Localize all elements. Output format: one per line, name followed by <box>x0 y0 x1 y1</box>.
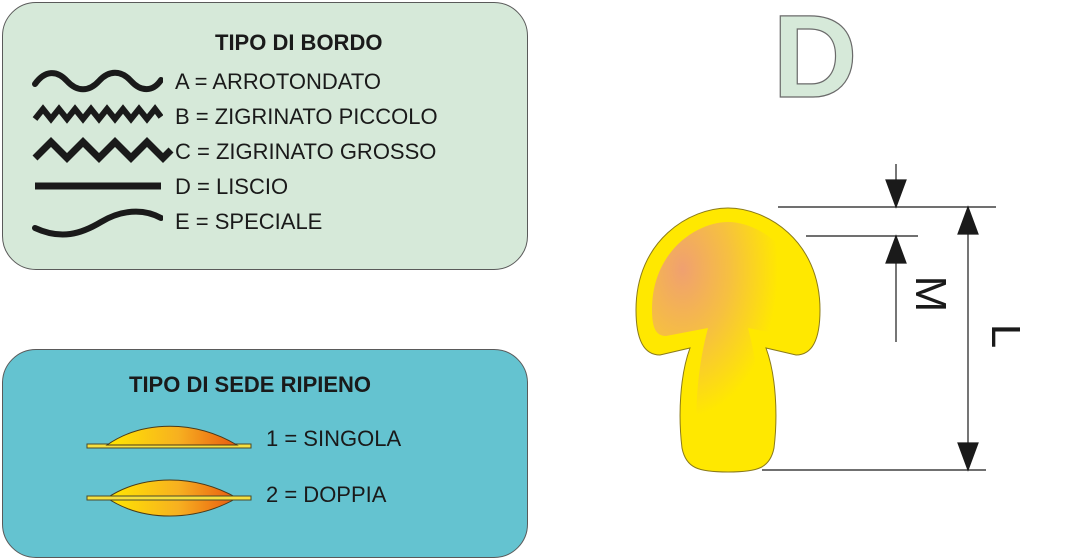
bordo-label-c: C = ZIGRINATO GROSSO <box>175 139 437 164</box>
bordo-title: TIPO DI BORDO <box>215 30 383 55</box>
gasket-profile <box>635 207 821 473</box>
straight-line-icon <box>35 182 161 190</box>
bordo-label-b: B = ZIGRINATO PICCOLO <box>175 104 438 129</box>
dimension-lines <box>762 164 996 472</box>
profile-letter-text: D <box>772 0 857 112</box>
sede-title: TIPO DI SEDE RIPIENO <box>129 372 372 397</box>
profile-letter: D <box>772 0 858 112</box>
zigzag-large-icon <box>32 137 174 163</box>
bordo-legend-panel: TIPO DI BORDO A = ARROTONDATO B = ZIGRIN… <box>2 2 528 270</box>
sede-label-double: 2 = DOPPIA <box>266 482 387 507</box>
wave-rounded-icon <box>32 69 163 93</box>
zigzag-small-icon <box>32 104 163 124</box>
bordo-label-d: D = LISCIO <box>175 174 289 199</box>
profile-diagram: M L <box>635 164 1020 473</box>
dimension-l-label: L <box>982 324 1020 348</box>
single-seat-icon <box>86 425 252 449</box>
sede-label-single: 1 = SINGOLA <box>266 426 402 451</box>
double-seat-icon <box>86 479 252 517</box>
bordo-label-e: E = SPECIALE <box>175 209 323 234</box>
curve-special-icon <box>32 208 163 238</box>
dimension-m-label: M <box>906 276 955 313</box>
bordo-label-a: A = ARROTONDATO <box>175 69 382 94</box>
sede-legend-panel: TIPO DI SEDE RIPIENO 1 = SINGOLA <box>2 349 528 558</box>
